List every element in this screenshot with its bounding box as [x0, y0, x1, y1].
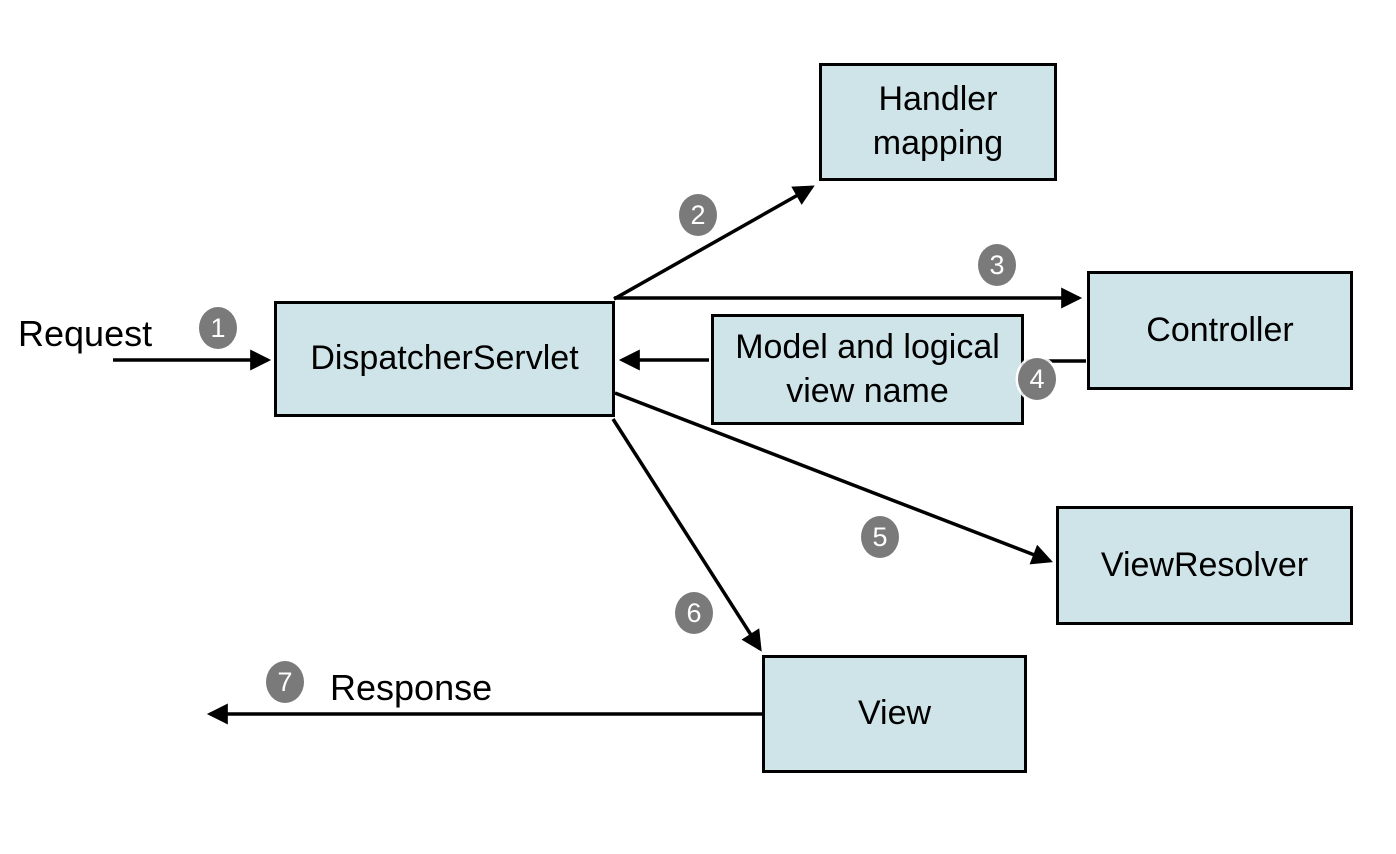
node-model-and-logical-view-name: Model and logical view name [711, 314, 1024, 425]
step-badge-3: 3 [978, 244, 1016, 286]
step-badge-6: 6 [675, 592, 713, 634]
node-controller: Controller [1087, 271, 1353, 390]
step-badge-4: 4 [1018, 358, 1056, 400]
node-view-resolver: ViewResolver [1056, 506, 1353, 625]
node-controller-label: Controller [1146, 310, 1294, 349]
node-view-resolver-label: ViewResolver [1100, 545, 1309, 584]
node-handler-mapping: Handler mapping [819, 63, 1057, 181]
step-badge-7: 7 [266, 661, 304, 703]
node-handler-mapping-label: Handler mapping [872, 80, 1004, 162]
response-label: Response [330, 667, 493, 708]
step-badge-1: 1 [199, 307, 237, 349]
step-badge-2: 2 [679, 194, 717, 236]
node-view-label: View [857, 694, 932, 733]
node-dispatcher-servlet: DispatcherServlet [274, 301, 615, 417]
node-model-and-logical-view-name-label: Model and logical view name [735, 327, 1000, 410]
node-view: View [762, 655, 1027, 773]
step-badge-5: 5 [861, 516, 899, 558]
node-dispatcher-servlet-label: DispatcherServlet [310, 339, 579, 378]
request-label: Request [18, 313, 153, 354]
